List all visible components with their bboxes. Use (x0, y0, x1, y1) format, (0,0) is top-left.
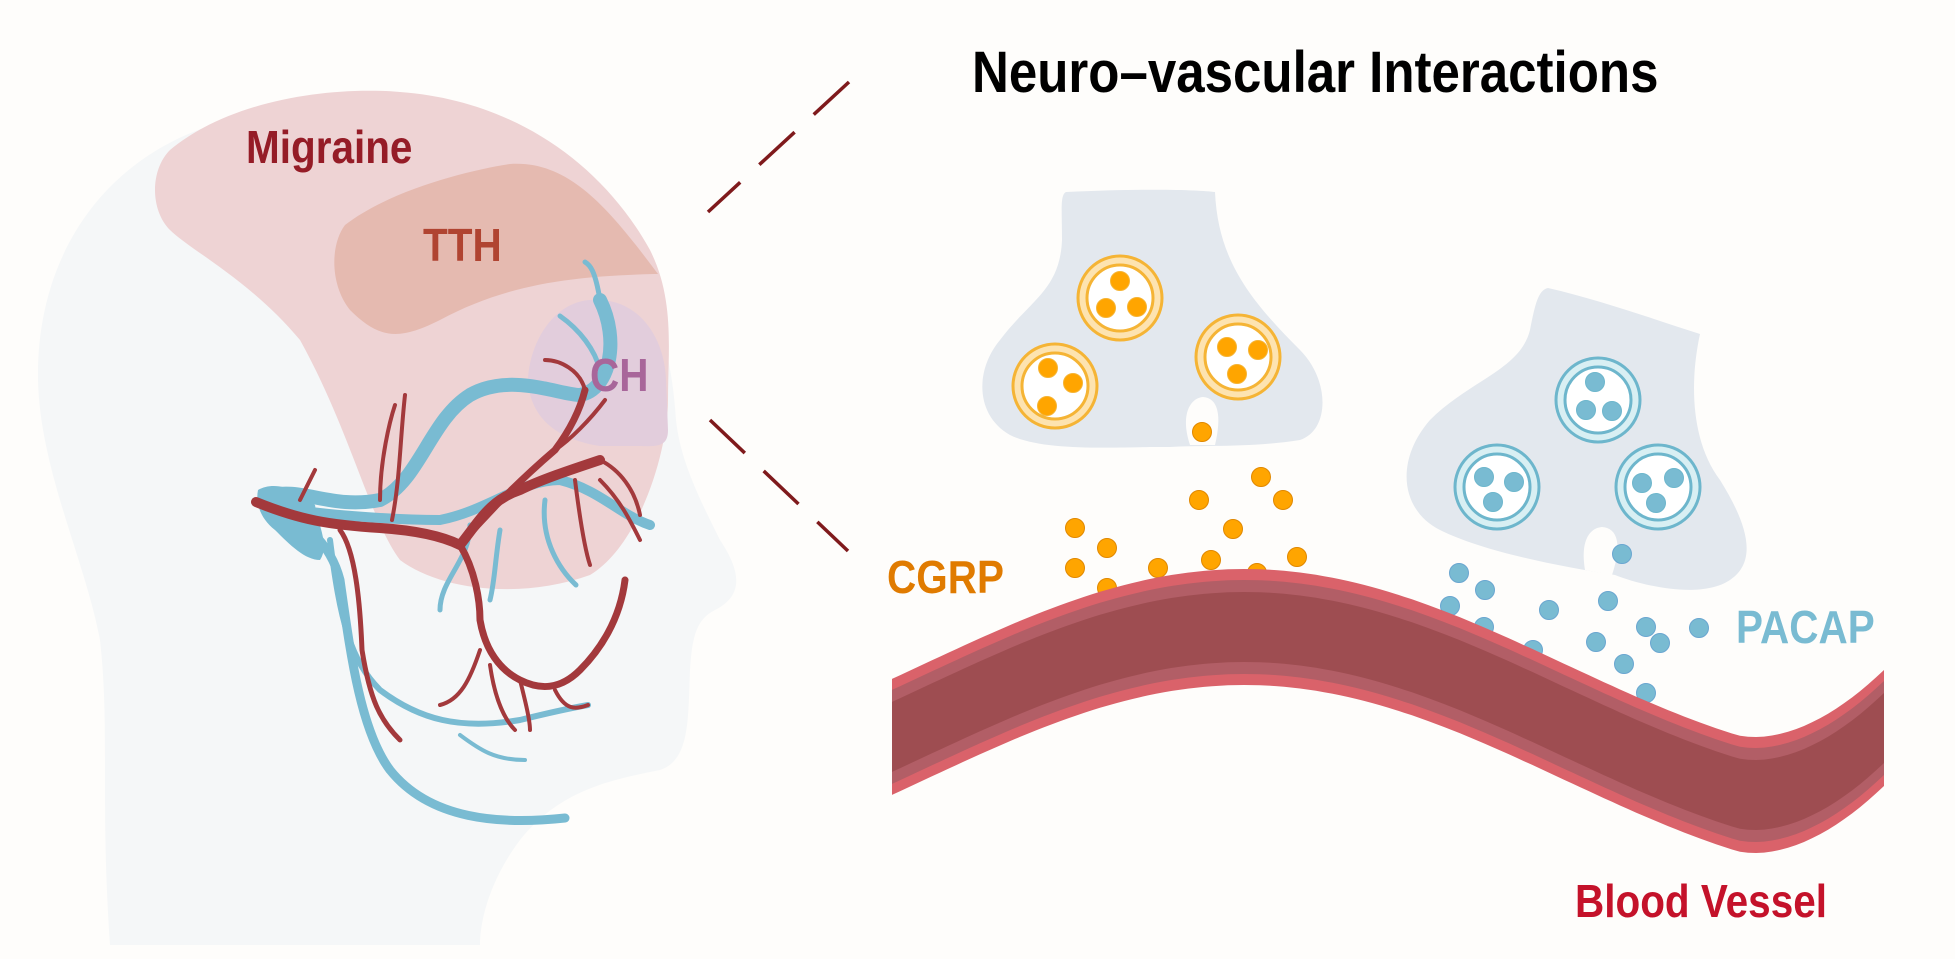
tth-label: TTH (423, 219, 502, 271)
vesicle (1011, 342, 1099, 430)
cgrp-molecule (1148, 558, 1168, 578)
cgrp-molecule (1096, 298, 1116, 318)
cgrp-molecule (1273, 490, 1293, 510)
vessel-lumen (892, 592, 1884, 830)
cgrp-molecule (1287, 547, 1307, 567)
blood-vessel-label: Blood Vessel (1575, 875, 1827, 927)
pacap-molecule (1539, 600, 1559, 620)
pacap-molecule (1598, 591, 1618, 611)
cgrp-vesicles (1011, 254, 1282, 430)
vesicle (1614, 443, 1702, 531)
pacap-molecule (1474, 467, 1494, 487)
pacap-molecule (1632, 473, 1652, 493)
diagram-title: Neuro–vascular Interactions (972, 40, 1659, 105)
pacap-molecule (1483, 492, 1503, 512)
cgrp-molecule (1110, 271, 1130, 291)
pacap-molecule (1449, 563, 1469, 583)
pacap-molecule (1585, 372, 1605, 392)
pacap-molecule (1602, 401, 1622, 421)
pacap-molecule (1475, 580, 1495, 600)
cgrp-molecule (1065, 518, 1085, 538)
cgrp-molecule (1251, 467, 1271, 487)
cgrp-molecule (1223, 519, 1243, 539)
vesicle (1554, 356, 1642, 444)
pacap-molecule (1664, 468, 1684, 488)
blood-vessel (892, 569, 1884, 853)
pacap-label: PACAP (1736, 601, 1875, 653)
pacap-molecule (1614, 654, 1634, 674)
pacap-molecule (1612, 544, 1632, 564)
cgrp-molecule (1201, 550, 1221, 570)
pacap-molecule (1636, 617, 1656, 637)
pacap-molecule (1689, 618, 1709, 638)
pacap-molecule (1504, 472, 1524, 492)
migraine-label: Migraine (246, 121, 413, 173)
tth-region (334, 163, 658, 334)
pacap-molecule (1586, 632, 1606, 652)
cgrp-molecule (1038, 358, 1058, 378)
cgrp-molecule (1127, 297, 1147, 317)
cgrp-molecule (1248, 340, 1268, 360)
ch-label: CH (590, 349, 649, 401)
pacap-neuron-terminal (1406, 288, 1747, 590)
cgrp-molecule (1065, 558, 1085, 578)
arteries (251, 358, 642, 743)
pacap-exocytosis-pocket (1583, 527, 1618, 575)
cgrp-label: CGRP (887, 551, 1004, 603)
pacap-molecule (1646, 493, 1666, 513)
cgrp-molecule (1192, 422, 1212, 442)
pacap-vesicles (1453, 356, 1702, 531)
pacap-molecule (1576, 400, 1596, 420)
zoom-lines (706, 80, 851, 553)
vesicle (1453, 443, 1541, 531)
pacap-released-molecules (1440, 527, 1709, 703)
cgrp-molecule (1189, 490, 1209, 510)
pacap-molecule (1650, 633, 1670, 653)
cgrp-molecule (1217, 337, 1237, 357)
cgrp-molecule (1037, 396, 1057, 416)
cgrp-molecule (1063, 373, 1083, 393)
vesicle (1076, 254, 1164, 342)
vesicle (1194, 313, 1282, 401)
cgrp-released-molecules (1051, 397, 1307, 637)
cgrp-molecule (1227, 364, 1247, 384)
cgrp-molecule (1097, 538, 1117, 558)
